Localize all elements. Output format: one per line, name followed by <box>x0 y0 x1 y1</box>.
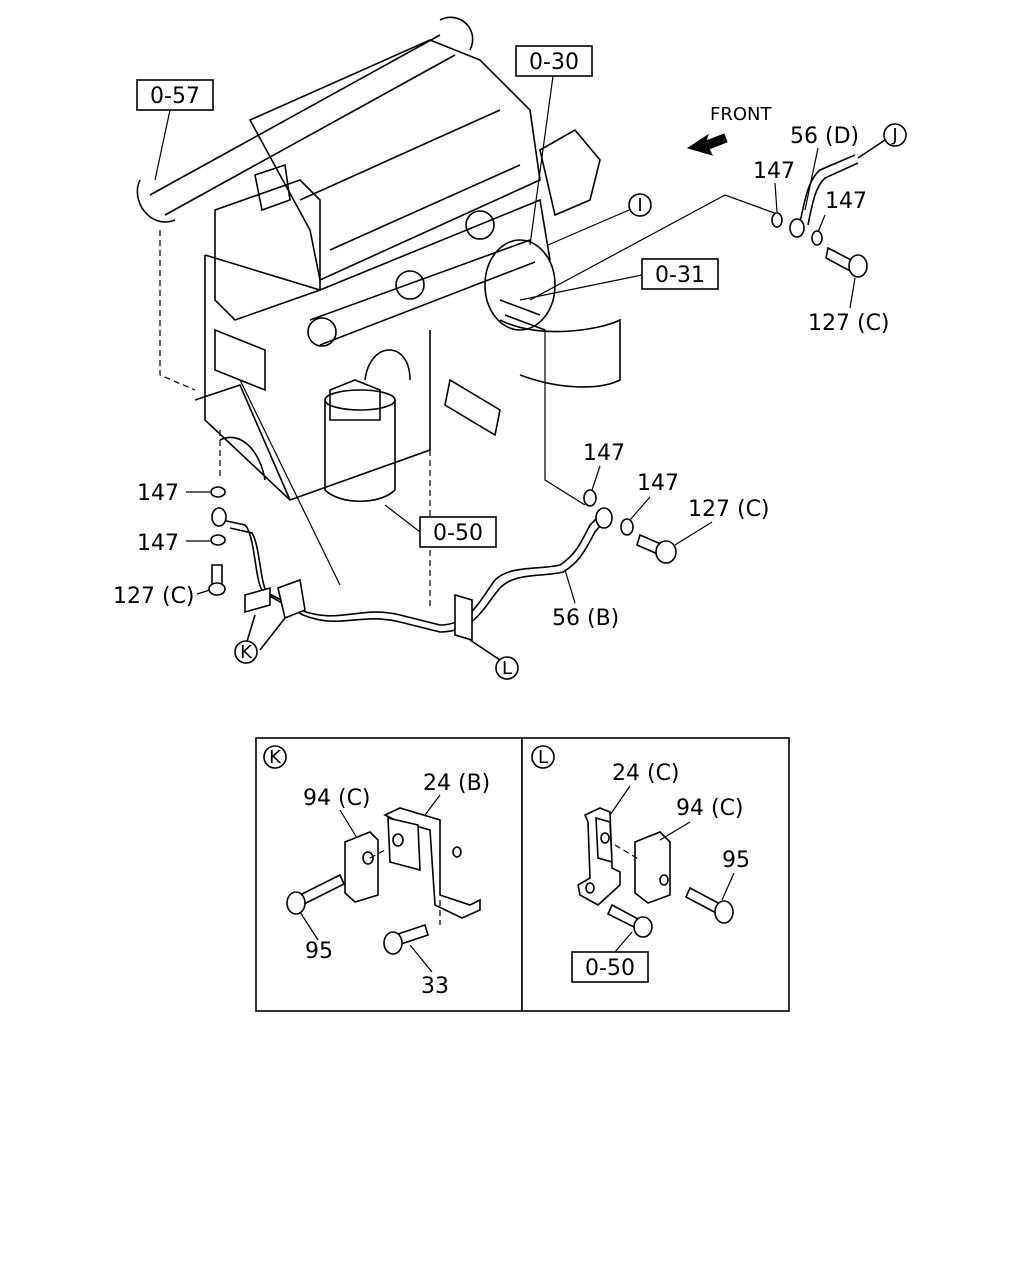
detail-panel-k: K 94 (C) 24 (B) 95 33 <box>255 737 523 1012</box>
detail-l-label-94c: 94 (C) <box>676 796 744 821</box>
callout-0-57: 0-57 <box>136 79 214 181</box>
washers-bolts <box>208 212 868 596</box>
circle-K-label: K <box>240 642 253 663</box>
callout-0-50-main: 0-50 <box>384 504 497 548</box>
front-arrow-icon <box>686 133 728 156</box>
callout-0-30: 0-30 <box>515 45 593 246</box>
detail-l-label-95: 95 <box>722 848 750 873</box>
fuel-pipe-56d <box>789 139 886 238</box>
circle-K: K <box>234 640 258 664</box>
label-147-a: 147 <box>753 159 795 184</box>
label-56d: 56 (D) <box>790 124 859 149</box>
detail-l-ref-0-50: 0-50 <box>585 956 635 981</box>
detail-k-label-95: 95 <box>305 939 333 964</box>
label-147-d: 147 <box>137 531 179 556</box>
label-147-f: 147 <box>637 471 679 496</box>
callout-0-57-label: 0-57 <box>150 84 200 109</box>
label-127c-c: 127 (C) <box>688 497 770 522</box>
engine-illustration <box>136 16 621 503</box>
detail-k-label-33: 33 <box>421 974 449 999</box>
circle-J: J <box>883 123 907 147</box>
label-147-c: 147 <box>137 481 179 506</box>
detail-k-badge: K <box>269 747 282 768</box>
callout-0-30-label: 0-30 <box>529 50 579 75</box>
front-indicator: FRONT <box>686 104 772 156</box>
callout-0-50-main-label: 0-50 <box>433 521 483 546</box>
detail-l-label-24c: 24 (C) <box>612 761 680 786</box>
callout-0-31-label: 0-31 <box>655 263 705 288</box>
circle-L: L <box>495 656 519 680</box>
circle-I-label: I <box>637 195 642 216</box>
detail-k-label-94c: 94 (C) <box>303 786 371 811</box>
circle-L-label: L <box>502 658 512 679</box>
detail-l-badge: L <box>538 747 548 768</box>
detail-k-label-24b: 24 (B) <box>423 771 490 796</box>
label-147-b: 147 <box>825 189 867 214</box>
circle-I: I <box>547 193 652 246</box>
fuel-pipe-56b <box>211 507 613 661</box>
label-127c-a: 127 (C) <box>808 311 890 336</box>
circle-J-label: J <box>891 125 897 146</box>
callout-0-31: 0-31 <box>519 258 719 301</box>
label-56b: 56 (B) <box>552 606 619 631</box>
label-147-e: 147 <box>583 441 625 466</box>
label-127c-b: 127 (C) <box>113 584 195 609</box>
detail-panel-l: L 24 (C) 94 (C) 95 0-50 <box>521 737 790 1012</box>
part-labels: 147 56 (D) 147 127 (C) 147 147 127 (C) 1… <box>113 124 890 631</box>
front-label: FRONT <box>710 104 772 125</box>
